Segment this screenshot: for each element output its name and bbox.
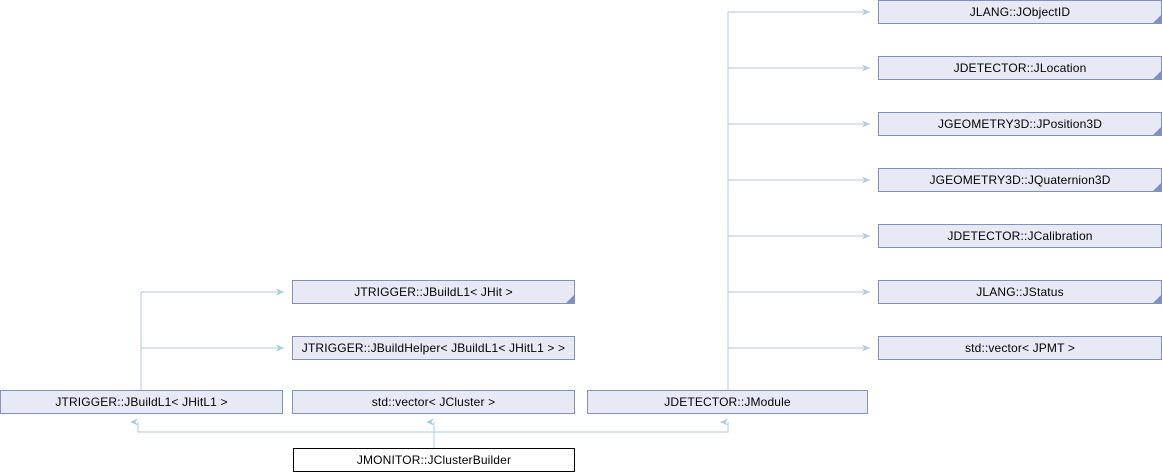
class-node-label: JTRIGGER::JBuildL1< JHit > [354,285,513,299]
class-node-label: JTRIGGER::JBuildL1< JHitL1 > [55,395,228,409]
class-node-label: JDETECTOR::JLocation [953,61,1087,75]
class-node-jbuildl1-jhit[interactable]: JTRIGGER::JBuildL1< JHit > [292,280,575,304]
folded-corner-icon [1152,294,1161,303]
class-node-jmodule[interactable]: JDETECTOR::JModule [587,390,868,414]
class-node-label: JGEOMETRY3D::JPosition3D [937,117,1103,131]
class-node-label: std::vector< JPMT > [964,341,1075,355]
class-node-label: JGEOMETRY3D::JQuaternion3D [929,173,1111,187]
folded-corner-icon [1152,14,1161,23]
class-node-vector-jcluster[interactable]: std::vector< JCluster > [292,390,575,414]
class-node-jbuildhelper[interactable]: JTRIGGER::JBuildHelper< JBuildL1< JHitL1… [292,336,575,360]
class-node-jcalibration[interactable]: JDETECTOR::JCalibration [878,224,1162,248]
class-node-jclusterbuilder[interactable]: JMONITOR::JClusterBuilder [293,448,575,472]
edge-jclusterbuilder-jmodule [434,418,729,433]
class-node-jstatus[interactable]: JLANG::JStatus [878,280,1162,304]
folded-corner-icon [1152,182,1161,191]
class-node-jlocation[interactable]: JDETECTOR::JLocation [878,56,1162,80]
class-node-label: JDETECTOR::JCalibration [947,229,1093,243]
folded-corner-icon [565,294,574,303]
class-node-label: std::vector< JCluster > [371,395,496,409]
class-node-jquaternion3d[interactable]: JGEOMETRY3D::JQuaternion3D [878,168,1162,192]
class-node-vector-jpmt[interactable]: std::vector< JPMT > [878,336,1162,360]
folded-corner-icon [1152,126,1161,135]
class-node-jbuildl1-jhitl1[interactable]: JTRIGGER::JBuildL1< JHitL1 > [0,390,283,414]
folded-corner-icon [1152,70,1161,79]
edge-jclusterbuilder-jbuildl1 [130,418,434,433]
class-node-label: JLANG::JObjectID [969,5,1071,19]
class-node-jposition3d[interactable]: JGEOMETRY3D::JPosition3D [878,112,1162,136]
class-node-label: JLANG::JStatus [976,285,1064,299]
class-node-label: JDETECTOR::JModule [664,395,791,409]
class-node-label: JTRIGGER::JBuildHelper< JBuildL1< JHitL1… [301,341,566,355]
class-node-label: JMONITOR::JClusterBuilder [356,453,512,467]
class-node-jobjectid[interactable]: JLANG::JObjectID [878,0,1162,24]
